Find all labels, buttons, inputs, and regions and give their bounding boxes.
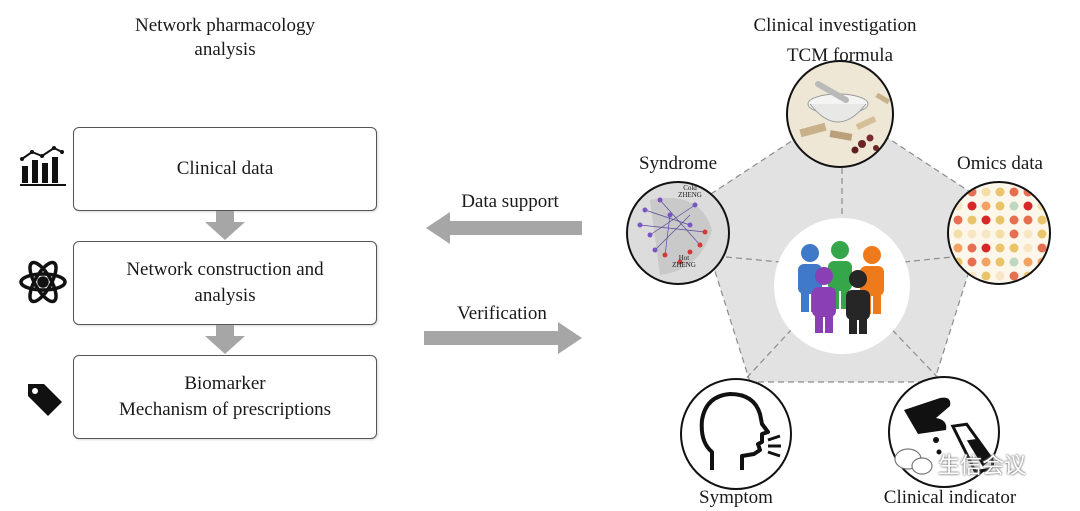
watermark-text: 生信会议: [938, 454, 1027, 479]
omics-dot: [995, 215, 1005, 225]
omics-dot: [1037, 229, 1047, 239]
omics-dot: [981, 215, 991, 225]
omics-dot: [995, 271, 1005, 281]
clinical-data-label: Clinical data: [176, 158, 274, 180]
symptom-image: [680, 378, 792, 490]
omics-dot: [995, 201, 1005, 211]
network-construction-line1: Network construction and: [126, 259, 324, 281]
omics-dot: [953, 201, 963, 211]
omics-dot: [995, 243, 1005, 253]
clinical-investigation-title: Clinical investigation: [753, 15, 917, 36]
tcm-formula-label: TCM formula: [786, 45, 894, 66]
tag-icon: [28, 384, 62, 416]
network-construction-box: Network construction and analysis: [73, 241, 377, 325]
symptom-label: Symptom: [699, 487, 773, 508]
omics-dot: [967, 243, 977, 253]
omics-dot: [995, 229, 1005, 239]
syndrome-label: Syndrome: [638, 153, 718, 174]
omics-data-image: [947, 181, 1051, 285]
hot-text: Hot: [678, 254, 690, 262]
biomarker-line2: Mechanism of prescriptions: [118, 399, 332, 420]
omics-dot: [1037, 187, 1047, 197]
omics-dot: [953, 257, 963, 267]
omics-dot: [967, 215, 977, 225]
cold-zheng-label: Cold ZHENG: [670, 185, 710, 199]
omics-dot: [1037, 201, 1047, 211]
omics-dot: [967, 257, 977, 267]
omics-dot: [953, 229, 963, 239]
omics-dot: [967, 201, 977, 211]
biomarker-line1: Biomarker: [184, 373, 266, 395]
omics-dot: [1009, 257, 1019, 267]
omics-dot: [981, 257, 991, 267]
omics-dot: [1009, 201, 1019, 211]
omics-dot: [1009, 187, 1019, 197]
people-icon: [798, 241, 884, 334]
biomarker-box: Biomarker Mechanism of prescriptions: [73, 355, 377, 439]
verification-arrow: [424, 322, 582, 354]
omics-dot: [1009, 243, 1019, 253]
omics-dot: [995, 187, 1005, 197]
omics-dot: [1023, 271, 1033, 281]
omics-dot: [1037, 215, 1047, 225]
omics-dot: [1037, 257, 1047, 267]
omics-dot: [1023, 201, 1033, 211]
data-support-label: Data support: [461, 191, 559, 212]
omics-dot: [1037, 271, 1047, 281]
left-title: Network pharmacology analysis: [100, 14, 350, 62]
hot-zheng-text: ZHENG: [672, 261, 696, 269]
omics-dot: [967, 271, 977, 281]
omics-dot: [1009, 229, 1019, 239]
network-construction-line2: analysis: [194, 285, 256, 306]
data-support-arrow: [426, 212, 582, 244]
clinical-indicator-label: Clinical indicator: [883, 487, 1017, 508]
clinical-data-box: Clinical data: [73, 127, 377, 211]
omics-dot: [981, 201, 991, 211]
omics-dot: [953, 271, 963, 281]
verification-label: Verification: [457, 303, 547, 324]
omics-dot: [1023, 187, 1033, 197]
down-arrow-1: [205, 211, 245, 240]
omics-dot: [981, 229, 991, 239]
omics-dot: [1009, 215, 1019, 225]
omics-dot: [953, 243, 963, 253]
omics-dot: [1037, 243, 1047, 253]
omics-dot: [1023, 215, 1033, 225]
omics-dot: [1009, 271, 1019, 281]
omics-dot: [981, 271, 991, 281]
omics-dot: [995, 257, 1005, 267]
omics-dot: [953, 215, 963, 225]
omics-dot: [1023, 243, 1033, 253]
cold-zheng-text: ZHENG: [678, 191, 702, 199]
omics-dot: [967, 229, 977, 239]
down-arrow-2: [205, 325, 245, 354]
omics-dot: [1023, 257, 1033, 267]
omics-dot: [967, 187, 977, 197]
atom-icon: [19, 260, 67, 304]
omics-dot: [981, 243, 991, 253]
left-title-line2: analysis: [194, 38, 256, 60]
wechat-watermark-icon: [894, 448, 933, 475]
omics-dot: [953, 187, 963, 197]
left-title-line1: Network pharmacology: [135, 15, 315, 36]
cold-text: Cold: [683, 184, 697, 192]
hot-zheng-label: Hot ZHENG: [664, 255, 704, 269]
omics-dot: [981, 187, 991, 197]
pentagon: [693, 107, 991, 386]
tcm-formula-image: [786, 60, 894, 168]
bar-chart-icon: [20, 146, 66, 186]
omics-data-label: Omics data: [956, 153, 1043, 174]
omics-dot: [1023, 229, 1033, 239]
